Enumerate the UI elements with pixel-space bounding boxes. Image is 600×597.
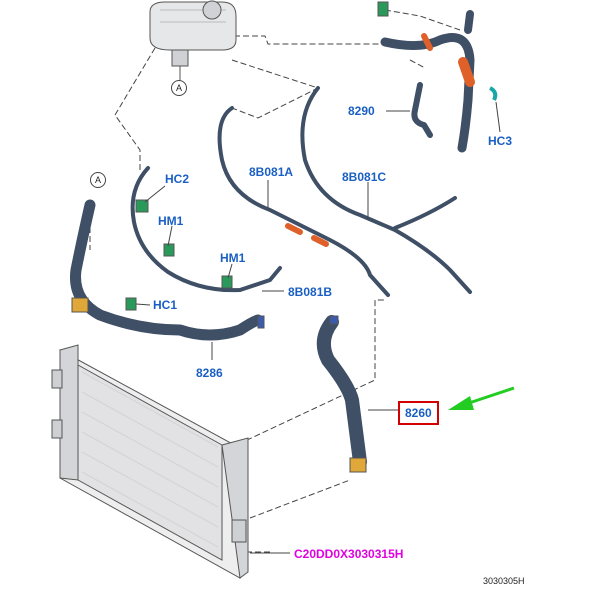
radiator [51, 344, 249, 579]
label-hc3: HC3 [488, 134, 513, 148]
label-8b081a: 8B081A [249, 165, 294, 179]
label-hm1-lower: HM1 [220, 251, 246, 265]
connectors [71, 1, 498, 473]
callout-a-left: A [90, 172, 106, 188]
label-8b081b: 8B081B [288, 285, 333, 299]
label-hm1-upper: HM1 [158, 214, 184, 228]
hoses [70, 10, 475, 469]
label-8260-highlight: 8260 [398, 401, 439, 425]
label-8b081c: 8B081C [342, 170, 387, 184]
label-leaders [135, 101, 501, 554]
figure-number: 3030305H [483, 576, 525, 586]
callout-a-top: A [171, 80, 187, 96]
label-hc1: HC1 [153, 298, 178, 312]
code-label: C20DD0X3030315H [294, 547, 404, 561]
green-arrow-icon [448, 386, 515, 410]
label-8286: 8286 [196, 366, 223, 380]
label-hc2: HC2 [165, 172, 190, 186]
expansion-tank [149, 0, 237, 80]
label-8290: 8290 [348, 104, 375, 118]
